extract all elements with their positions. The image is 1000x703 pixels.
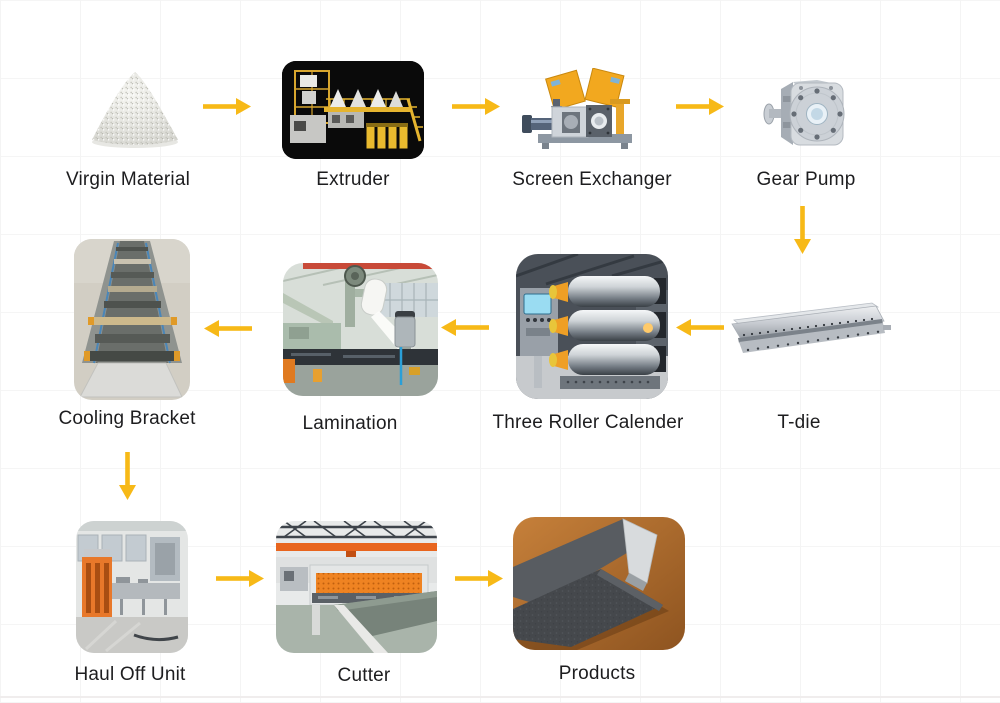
arrow-screen-exchanger-to-gear-pump — [676, 98, 724, 115]
arrow-virgin-material-to-extruder — [203, 98, 251, 115]
lamination-photo — [283, 263, 438, 396]
arrow-t-die-to-three-roller-calender — [676, 319, 724, 336]
arrow-cutter-to-products — [455, 570, 503, 587]
products-illustration — [513, 517, 685, 650]
screen-exchanger-label: Screen Exchanger — [512, 169, 672, 190]
products-photo — [513, 517, 685, 650]
arrow-gear-pump-to-t-die — [794, 206, 811, 254]
arrow-three-roller-calender-to-lamination — [441, 319, 489, 336]
t-die-photo — [726, 296, 892, 364]
lamination-illustration — [283, 263, 438, 396]
screen-exchanger-photo — [522, 68, 637, 155]
haul-off-unit-photo — [76, 521, 188, 653]
arrow-cooling-bracket-to-haul-off-unit — [119, 452, 136, 500]
extruder-illustration — [282, 61, 424, 159]
arrow-lamination-to-cooling-bracket — [204, 320, 252, 337]
gear-pump-photo — [757, 72, 847, 154]
three-roller-calender-label: Three Roller Calender — [492, 412, 684, 433]
virgin-material-label: Virgin Material — [65, 169, 191, 190]
haul-off-unit-illustration — [76, 521, 188, 653]
cutter-illustration — [276, 521, 437, 653]
three-roller-calender-illustration — [516, 254, 668, 399]
extruder-photo — [282, 61, 424, 159]
lamination-label: Lamination — [302, 413, 398, 434]
extruder-label: Extruder — [316, 169, 390, 190]
t-die-label: T-die — [777, 412, 821, 433]
cooling-bracket-label: Cooling Bracket — [58, 408, 196, 429]
arrow-haul-off-unit-to-cutter — [216, 570, 264, 587]
haul-off-unit-label: Haul Off Unit — [74, 664, 186, 685]
screen-exchanger-illustration — [522, 68, 632, 149]
cooling-bracket-illustration — [74, 239, 190, 400]
gear-pump-label: Gear Pump — [756, 169, 856, 190]
virgin-material-photo — [90, 66, 180, 150]
cutter-label: Cutter — [337, 665, 391, 686]
cutter-photo — [276, 521, 437, 653]
products-label: Products — [558, 663, 636, 684]
t-die-illustration — [731, 302, 891, 353]
three-roller-calender-photo — [516, 254, 668, 399]
bottom-divider — [0, 696, 1000, 698]
arrow-extruder-to-screen-exchanger — [452, 98, 500, 115]
cooling-bracket-photo — [74, 239, 190, 400]
virgin-material-illustration — [92, 72, 178, 148]
gear-pump-illustration — [763, 80, 845, 146]
